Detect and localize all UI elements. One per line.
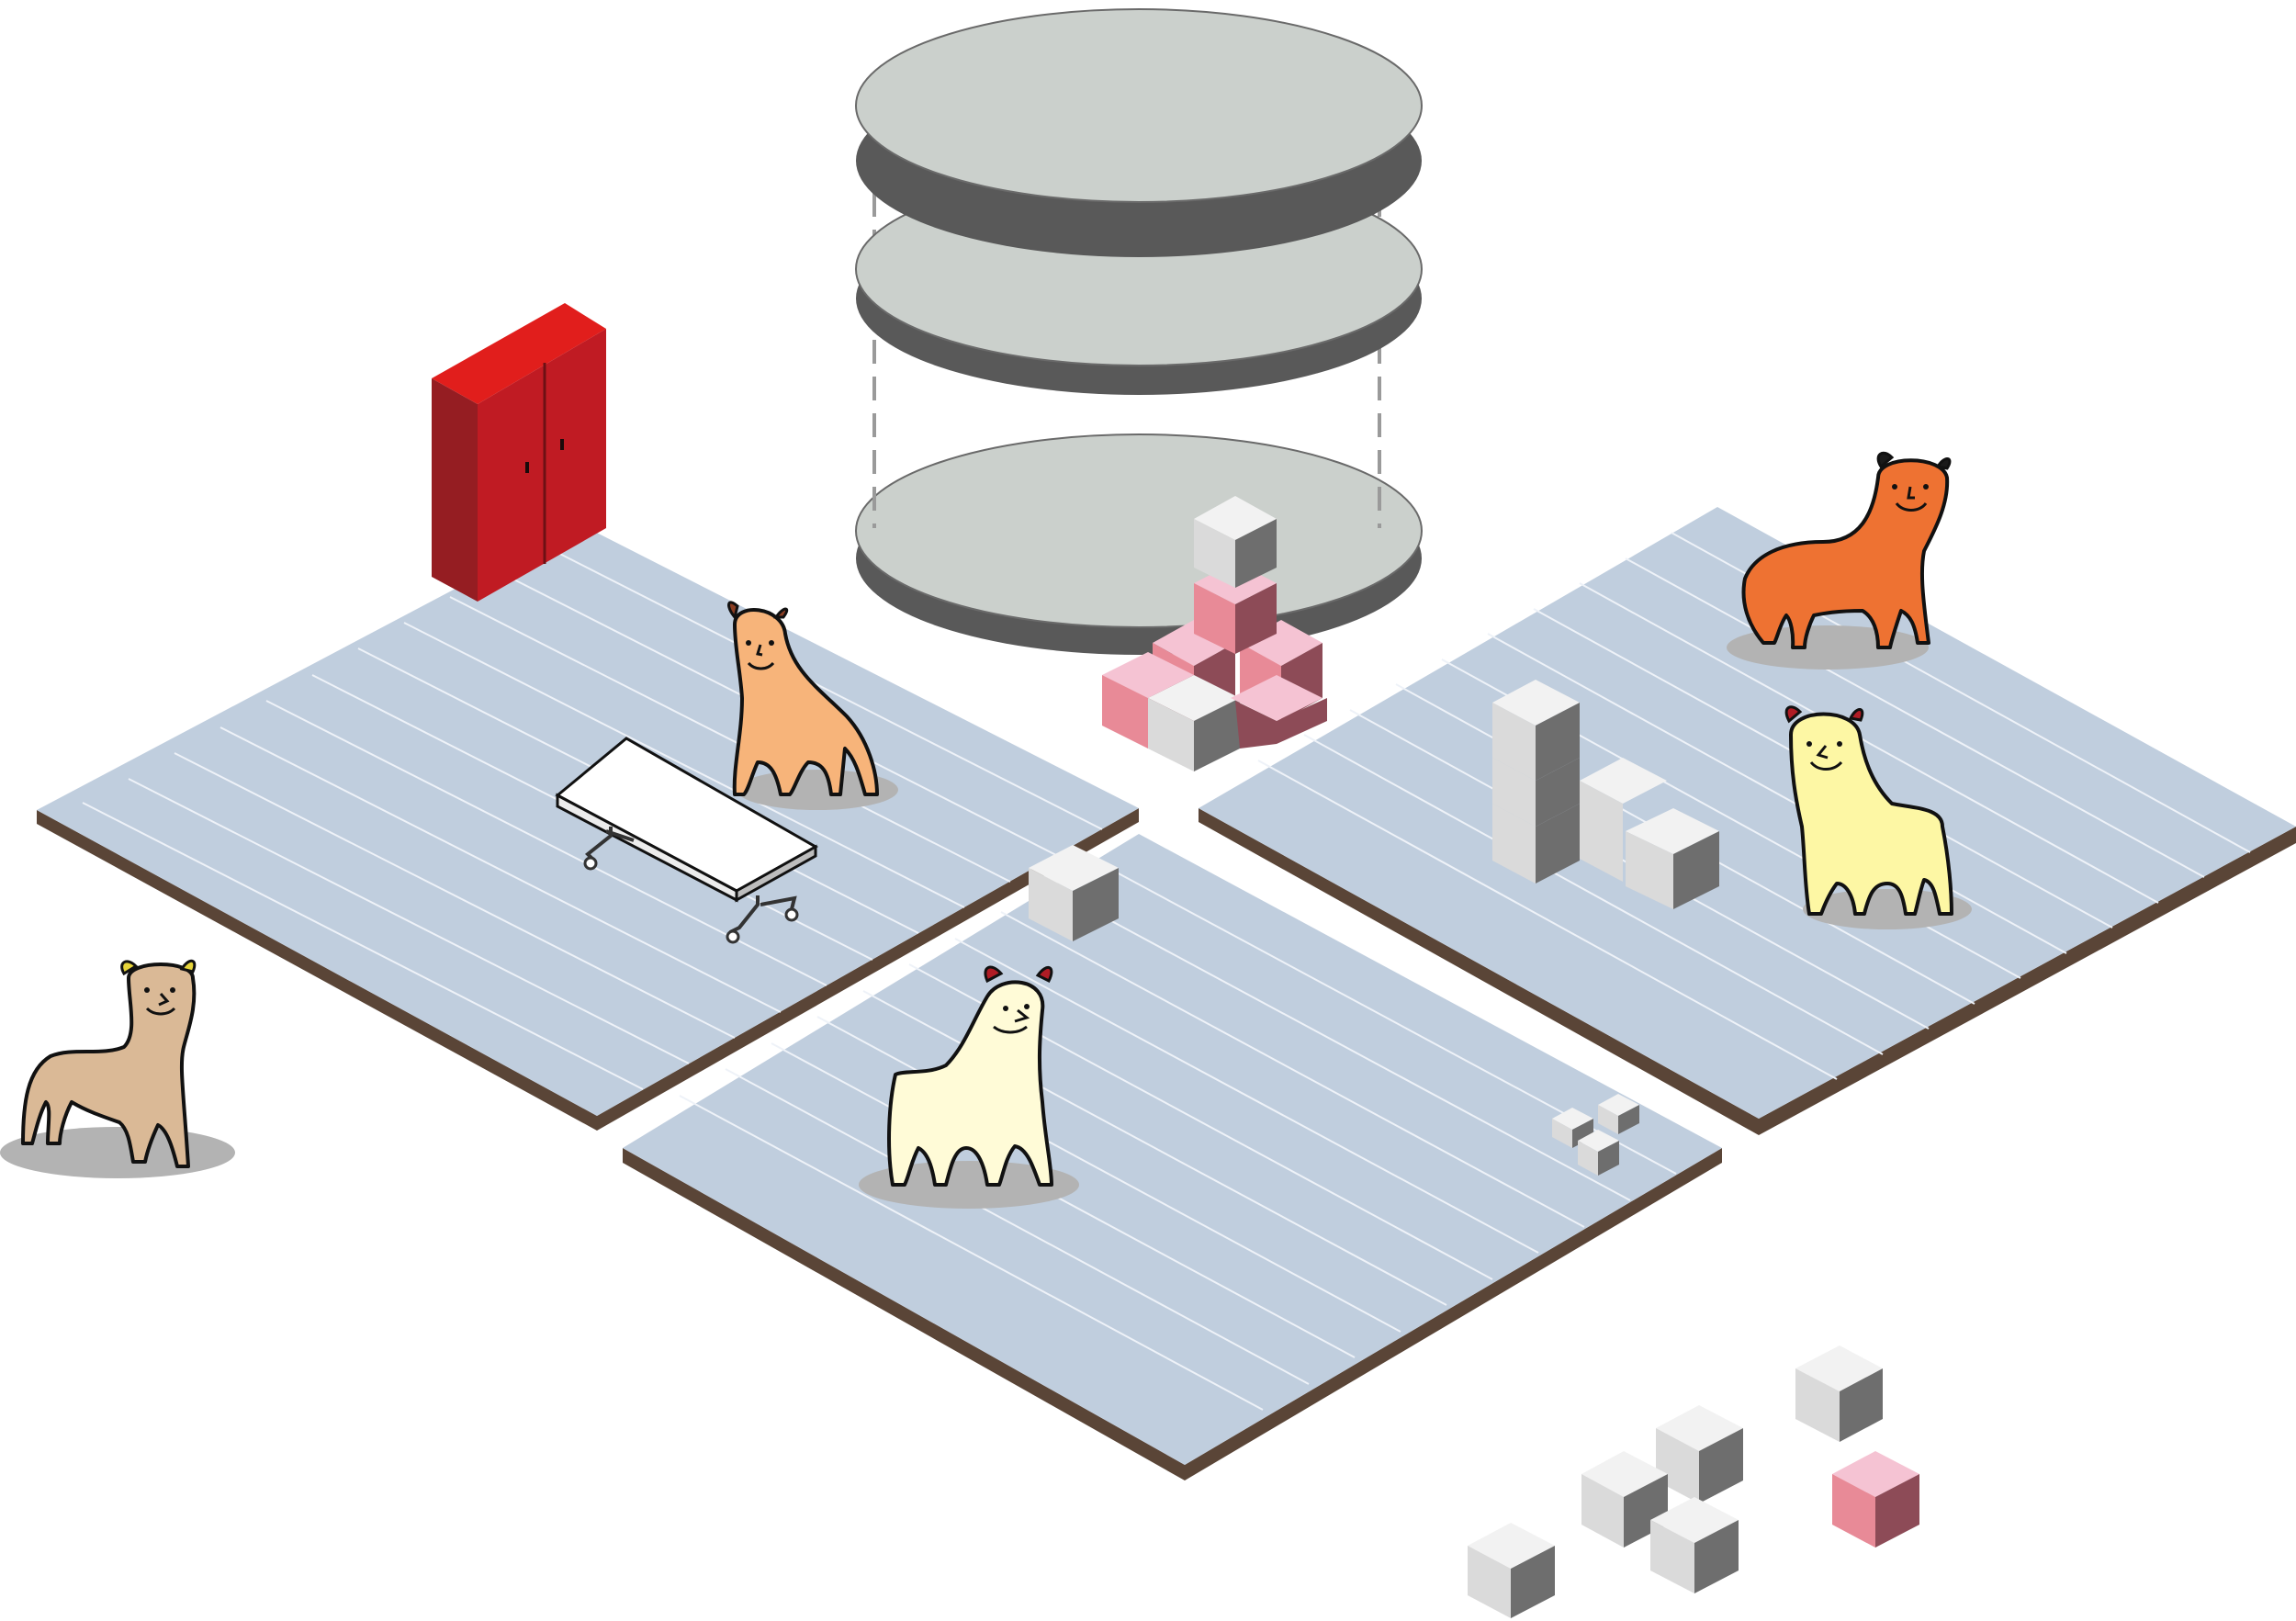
white-cube bbox=[1148, 675, 1240, 771]
right-floor-tile bbox=[1199, 507, 2296, 1135]
white-cube bbox=[1492, 804, 1580, 884]
white-cube bbox=[1029, 845, 1119, 941]
white-cube-stack bbox=[1492, 680, 1719, 909]
red-cabinet bbox=[432, 303, 606, 602]
tan-creature bbox=[0, 959, 235, 1178]
white-cube bbox=[1795, 1345, 1883, 1442]
front-floor-lines bbox=[679, 859, 1677, 1411]
white-cube bbox=[1650, 1497, 1739, 1593]
white-cube bbox=[1468, 1523, 1555, 1618]
pink-cube bbox=[1832, 1451, 1919, 1548]
low-table bbox=[555, 737, 819, 944]
small-white-cube bbox=[1552, 1108, 1593, 1148]
loose-cubes bbox=[1029, 845, 1919, 1618]
front-floor-tile bbox=[623, 834, 1722, 1480]
dark-orange-creature bbox=[1727, 451, 1952, 670]
cream-creature bbox=[859, 965, 1079, 1209]
white-cube bbox=[1581, 1451, 1668, 1548]
yellow-creature bbox=[1784, 705, 1972, 929]
small-white-cube bbox=[1578, 1130, 1619, 1176]
white-cube bbox=[1626, 808, 1719, 909]
pink-cube bbox=[1231, 675, 1327, 749]
small-white-cube bbox=[1598, 1094, 1639, 1134]
white-cube bbox=[1656, 1405, 1743, 1503]
orange-creature bbox=[727, 601, 898, 810]
white-cube bbox=[1194, 496, 1277, 588]
pink-cube-cluster bbox=[1102, 496, 1327, 771]
white-cube bbox=[1580, 758, 1667, 882]
disk-stack bbox=[855, 8, 1423, 655]
white-cube bbox=[1492, 680, 1580, 781]
